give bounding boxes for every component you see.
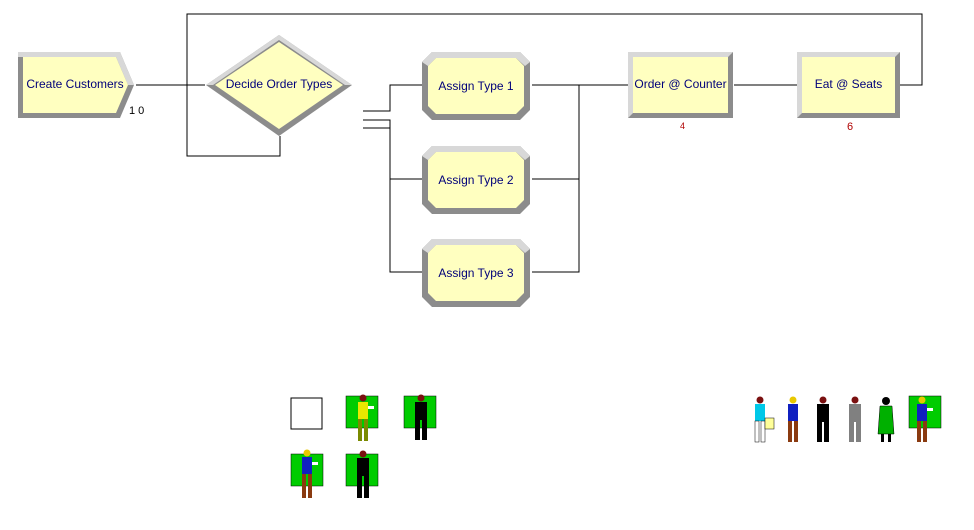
person-blue-icon (290, 449, 324, 498)
person-blue-icon (788, 396, 798, 442)
eat-at-seats-module[interactable] (797, 52, 900, 118)
create-customers-module[interactable] (18, 52, 134, 118)
person-cyan-icon (754, 396, 775, 443)
connector-assign2-to-merge (532, 85, 580, 180)
order-at-counter-module[interactable] (628, 52, 733, 118)
assign-type-1-label: Assign Type 1 (438, 79, 514, 93)
decide-order-types-module[interactable] (206, 35, 352, 136)
connector-decide-false-branch (186, 13, 923, 157)
eat-at-seats-count: 6 (847, 121, 854, 133)
person-gray-icon (849, 396, 861, 442)
person-black-icon (403, 394, 437, 440)
connector-decide-out2 (363, 119, 422, 180)
create-customers-label: Create Customers (26, 77, 124, 91)
entity-pictures-set-b (754, 395, 942, 443)
person-blue-icon (908, 395, 942, 442)
eat-at-seats-label: Eat @ Seats (814, 77, 883, 91)
connector-assign3-to-merge (532, 179, 580, 273)
empty-box-icon (290, 397, 323, 430)
person-black-icon (817, 396, 829, 442)
connector-decide-out1 (363, 84, 422, 112)
assign-type-3-label: Assign Type 3 (438, 266, 514, 280)
assign-type-1-module[interactable] (422, 52, 530, 120)
person-yellow-icon (345, 394, 379, 441)
connectors (136, 13, 923, 273)
assign-type-2-label: Assign Type 2 (438, 173, 514, 187)
decide-order-types-label: Decide Order Types (225, 77, 333, 91)
assign-type-3-module[interactable] (422, 239, 530, 307)
entity-pictures-set-a (290, 394, 437, 498)
person-green-icon (877, 397, 895, 442)
assign-type-2-module[interactable] (422, 146, 530, 214)
order-at-counter-label: Order @ Counter (634, 77, 727, 91)
create-customers-count: 1 0 (129, 105, 145, 117)
order-at-counter-count: 4 (680, 121, 686, 131)
person-black-icon (345, 450, 379, 498)
connector-decide-out3 (363, 127, 422, 273)
